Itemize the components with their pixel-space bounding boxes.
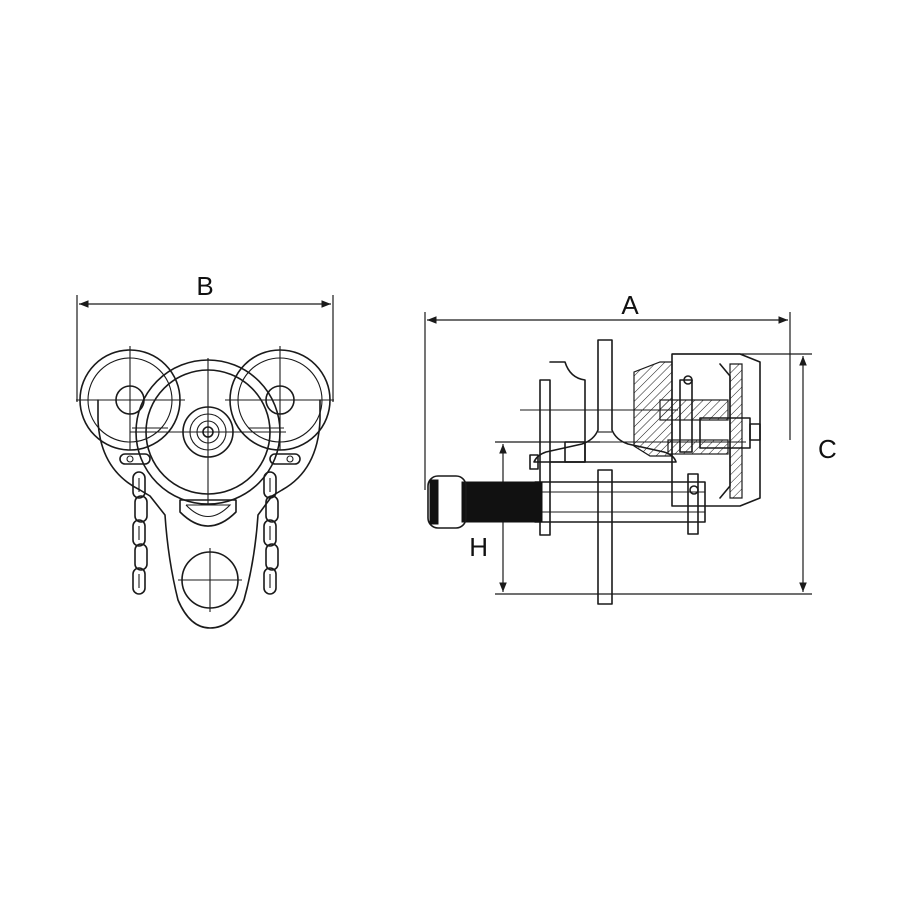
side-right-plate — [687, 473, 699, 535]
side-left-plate — [539, 379, 551, 536]
dimension-h-label: H — [469, 532, 488, 562]
front-hook-block — [179, 499, 237, 527]
front-left-wheel — [76, 346, 185, 451]
front-right-chain — [263, 471, 279, 595]
side-center-plate — [597, 469, 613, 605]
front-hand-wheel — [130, 358, 286, 505]
dimension-a: A — [424, 290, 791, 490]
side-gearbox — [495, 353, 761, 507]
side-hand-wheel-shaft — [427, 475, 543, 529]
front-left-chain — [132, 471, 148, 595]
front-load-eye — [178, 548, 242, 612]
side-cross-axle — [534, 481, 706, 523]
front-axle-bars — [119, 453, 301, 465]
side-beam-section — [533, 339, 677, 463]
front-side-plate — [97, 399, 321, 629]
front-view: B — [76, 271, 334, 629]
side-bolts — [529, 375, 699, 495]
dimension-b: B — [76, 271, 334, 402]
dimension-a-label: A — [621, 290, 639, 320]
dimension-c-label: C — [818, 434, 837, 464]
side-view: A C H — [424, 290, 837, 605]
dimension-b-label: B — [196, 271, 213, 301]
